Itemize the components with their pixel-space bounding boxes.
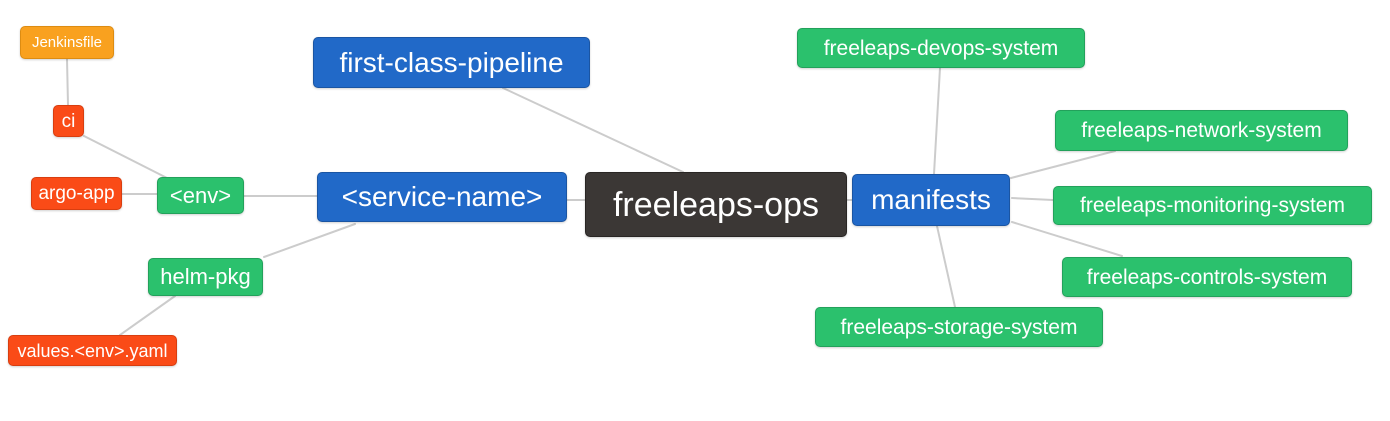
node-freeleaps-ops[interactable]: freeleaps-ops (585, 172, 847, 237)
node-service-name[interactable]: <service-name> (317, 172, 567, 222)
node-network-system[interactable]: freeleaps-network-system (1055, 110, 1348, 151)
node-storage-system[interactable]: freeleaps-storage-system (815, 307, 1103, 347)
node-values-env-yaml[interactable]: values.<env>.yaml (8, 335, 177, 366)
node-first-class-pipeline[interactable]: first-class-pipeline (313, 37, 590, 88)
edge-manifests-storage-system (936, 225, 956, 308)
node-monitoring-system[interactable]: freeleaps-monitoring-system (1053, 186, 1372, 225)
node-ci[interactable]: ci (53, 105, 84, 137)
node-devops-system[interactable]: freeleaps-devops-system (797, 28, 1085, 68)
node-jenkinsfile[interactable]: Jenkinsfile (20, 26, 114, 59)
node-argo-app[interactable]: argo-app (31, 177, 122, 210)
node-controls-system[interactable]: freeleaps-controls-system (1062, 257, 1352, 297)
node-env[interactable]: <env> (157, 177, 244, 214)
node-manifests[interactable]: manifests (852, 174, 1010, 226)
edge-helm-pkg-values-env-yaml (119, 295, 176, 336)
edge-manifests-controls-system (1011, 221, 1123, 257)
edge-service-name-helm-pkg (263, 223, 356, 258)
edge-freeleaps-ops-first-class-pipeline (502, 87, 684, 173)
node-helm-pkg[interactable]: helm-pkg (148, 258, 263, 296)
edge-jenkinsfile-ci (66, 58, 69, 106)
edge-manifests-devops-system (933, 67, 941, 175)
edge-ci-env (83, 135, 168, 179)
edge-manifests-network-system (1010, 150, 1116, 179)
edge-manifests-monitoring-system (1011, 197, 1054, 201)
